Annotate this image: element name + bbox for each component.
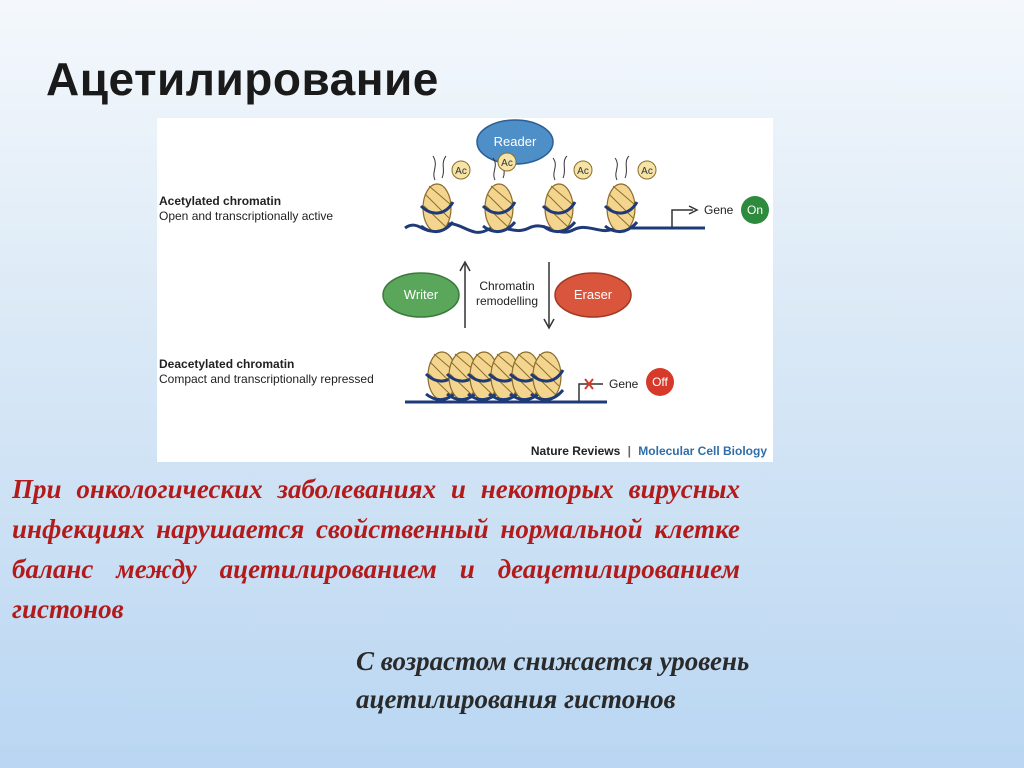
deacetylated-subtitle: Compact and transcriptionally repressed — [159, 372, 374, 386]
eraser-label: Eraser — [574, 287, 613, 302]
remodelling-label: remodelling — [476, 294, 538, 308]
chromatin-diagram: Reader Acetylated chromatin Open and tra… — [159, 119, 769, 458]
slide-title: Ацетилирование — [46, 53, 439, 105]
gene-off-indicator — [646, 368, 674, 396]
gene-label-on: Gene — [704, 203, 734, 217]
acetylated-title: Acetylated chromatin — [159, 194, 281, 208]
up-arrow — [459, 260, 471, 328]
gene-on-indicator — [741, 196, 769, 224]
ac-badge: Ac — [497, 152, 517, 172]
reader-label: Reader — [494, 134, 537, 149]
nucleosome-open — [481, 182, 517, 234]
off-label: Off — [652, 375, 668, 389]
svg-text:Ac: Ac — [501, 158, 513, 169]
source-journal: Nature Reviews — [531, 444, 621, 458]
source-journal-section: Molecular Cell Biology — [638, 444, 767, 458]
acetylated-subtitle: Open and transcriptionally active — [159, 209, 333, 223]
ac-badge: Ac — [451, 160, 471, 180]
on-label: On — [747, 203, 763, 217]
gene-label-off: Gene — [609, 377, 639, 391]
ac-badge: Ac — [637, 160, 657, 180]
nucleosome-open — [541, 182, 577, 234]
nucleosome-open — [603, 182, 639, 234]
down-arrow — [543, 262, 555, 330]
writer-label: Writer — [404, 287, 439, 302]
svg-text:Ac: Ac — [641, 166, 653, 177]
writer-bubble — [382, 272, 460, 318]
blocked-mark — [584, 378, 594, 390]
source-separator: | — [628, 444, 631, 458]
deacetylated-title: Deacetylated chromatin — [159, 357, 294, 371]
chromatin-label: Chromatin — [479, 279, 534, 293]
arrowhead — [688, 205, 699, 215]
svg-text:Ac: Ac — [577, 166, 589, 177]
transcription-start-arrow — [671, 209, 693, 228]
chromatin-figure: Reader Acetylated chromatin Open and tra… — [157, 118, 773, 462]
source-credit: Nature Reviews | Molecular Cell Biology — [531, 444, 767, 458]
blocked-start-arrow — [578, 383, 603, 402]
ac-badge: Ac — [573, 160, 593, 180]
svg-text:Ac: Ac — [455, 166, 467, 177]
histone-tails — [432, 153, 630, 181]
aging-statement: С возрастом снижается уровень ацетилиров… — [356, 646, 750, 714]
oncology-statement: При онкологических заболеваниях и некото… — [12, 474, 740, 624]
eraser-bubble — [554, 272, 632, 318]
